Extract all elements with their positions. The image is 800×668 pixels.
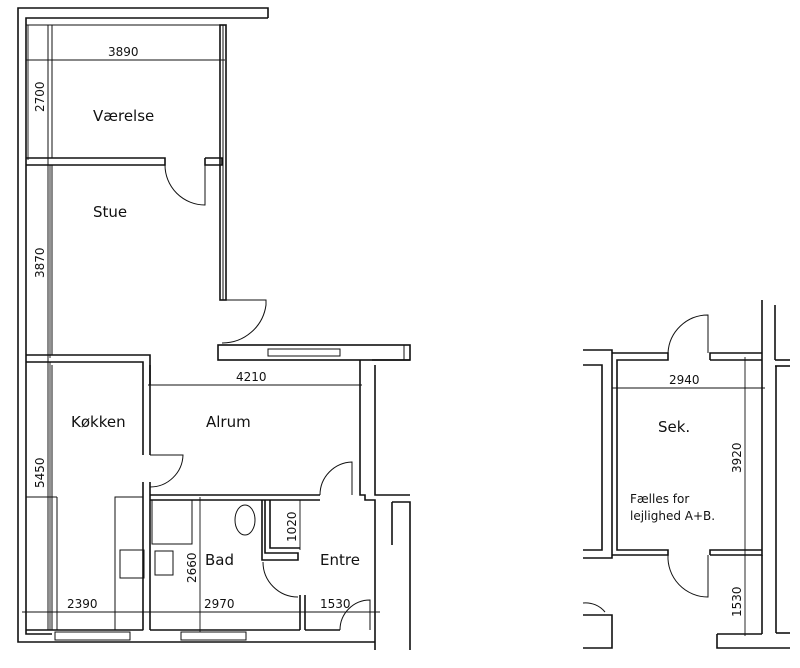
kitchen-sink-icon <box>119 549 145 579</box>
dimension-lines <box>22 25 765 636</box>
door-stue <box>221 299 267 344</box>
door-front <box>339 599 371 631</box>
dim-closet-depth: 1020 <box>285 511 299 542</box>
dim-bad-depth: 2660 <box>185 552 199 583</box>
note-faelles-line1: Fælles for <box>630 492 689 506</box>
door-bad <box>262 561 299 598</box>
room-label-kokken: Køkken <box>71 413 126 431</box>
toilet-icon <box>234 504 256 536</box>
room-label-sek: Sek. <box>658 418 690 436</box>
storage-block <box>582 300 790 649</box>
dim-alrum-width: 4210 <box>236 370 267 384</box>
dim-stair-depth: 1530 <box>730 586 744 617</box>
room-label-vaerelse: Værelse <box>93 107 154 125</box>
dim-sek-width: 2940 <box>669 373 700 387</box>
room-label-stue: Stue <box>93 203 127 221</box>
door-kokken <box>149 454 184 488</box>
note-faelles-line2: lejlighed A+B. <box>630 509 715 523</box>
door-sek-top <box>667 314 709 354</box>
doors <box>149 164 371 631</box>
door-sek-bottom <box>667 554 709 598</box>
dim-vaerelse-width: 3890 <box>108 45 139 59</box>
dim-vaerelse-depth: 2700 <box>33 81 47 112</box>
room-label-bad: Bad <box>205 551 234 569</box>
room-label-alrum: Alrum <box>206 413 251 431</box>
fixtures <box>119 499 256 579</box>
bathroom-sink-icon <box>154 550 174 576</box>
dim-stue-depth: 3870 <box>33 247 47 278</box>
door-entre <box>319 461 353 496</box>
dim-sek-depth: 3920 <box>730 442 744 473</box>
dim-bad-width: 2970 <box>204 597 235 611</box>
dim-kokken-width: 2390 <box>67 597 98 611</box>
shower <box>151 499 193 545</box>
door-vaerelse <box>164 164 206 206</box>
room-label-entre: Entre <box>320 551 360 569</box>
dim-kokken-depth: 5450 <box>33 457 47 488</box>
dim-entre-width: 1530 <box>320 597 351 611</box>
